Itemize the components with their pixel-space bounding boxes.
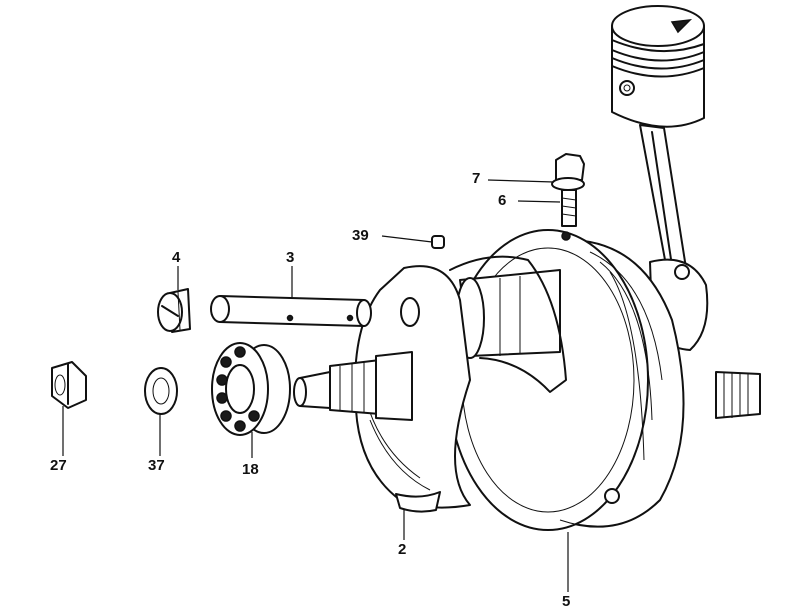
callout-5: 5 <box>562 593 571 610</box>
leader-6 <box>517 200 561 203</box>
drive-shaft <box>293 351 413 421</box>
dowel <box>431 235 445 249</box>
callout-37: 37 <box>148 457 165 474</box>
leader-7 <box>487 179 555 183</box>
plug-screw <box>157 288 191 333</box>
leader-lines <box>62 179 569 592</box>
callout-7: 7 <box>472 170 481 187</box>
crank-pin <box>455 269 561 359</box>
callout-4: 4 <box>172 249 181 266</box>
callout-39: 39 <box>352 227 369 244</box>
callout-27: 27 <box>50 457 67 474</box>
bolt-and-washer <box>551 153 585 227</box>
leader-39 <box>381 235 433 243</box>
callout-18: 18 <box>242 461 259 478</box>
piston <box>611 5 705 128</box>
ball-bearing <box>211 342 291 436</box>
callout-3: 3 <box>286 249 295 266</box>
callout-2: 2 <box>398 541 407 558</box>
pin-rod <box>210 295 372 327</box>
washer <box>144 367 178 415</box>
hex-nut <box>51 361 87 409</box>
timing-shaft <box>715 371 761 419</box>
callout-6: 6 <box>498 192 507 209</box>
